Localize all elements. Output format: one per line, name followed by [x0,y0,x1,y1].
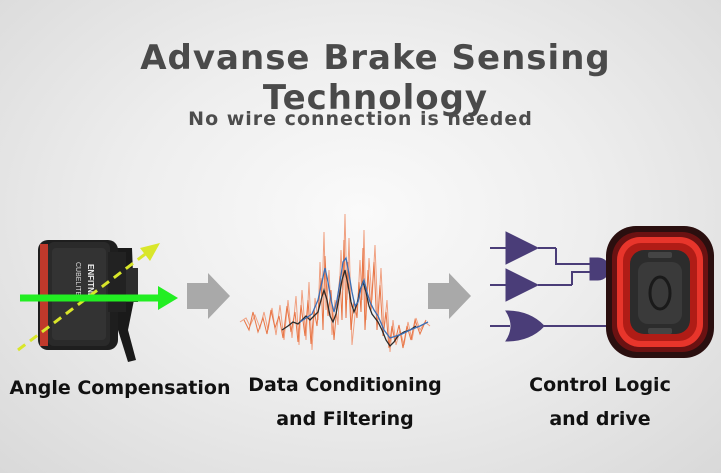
device-sensor-illustration: ENFITNIX CUBELITE II [17,240,178,362]
stage-label-control-logic: Control Logic and drive [480,368,720,436]
stage-label-angle-compensation: Angle Compensation [0,371,240,405]
stage-3-label-line2: and drive [549,408,651,430]
filtered-signal-black [281,269,417,348]
stage-2-label-line1: Data Conditioning [248,374,442,396]
raw-signal-orange [243,239,427,349]
or-gate [505,310,545,342]
buffer-gate-1 [505,231,540,265]
page-title: Advanse Brake Sensing Technology [140,38,611,118]
signal-waveform-plot [239,213,431,353]
device-model-text: CUBELITE II [74,262,81,302]
yellow-axis-arrowhead [140,243,160,261]
green-axis-arrowhead [158,286,178,310]
filtered-signal-blue [299,256,429,339]
control-logic-circuit [490,231,616,342]
buffer-gate-2 [505,268,540,302]
tail-light-illustration [606,226,714,358]
stage-label-data-conditioning: Data Conditioning and Filtering [240,368,450,436]
flow-arrow-2 [428,273,471,319]
stage-2-label-line2: and Filtering [276,408,414,430]
stage-1-label-line1: Angle Compensation [9,377,231,399]
device-brand-text: ENFITNIX [86,264,95,301]
power-button-icon [648,275,672,311]
flow-arrow-1 [187,273,230,319]
raw-signal-red [239,213,431,353]
stage-3-label-line1: Control Logic [529,374,671,396]
page-subtitle: No wire connection is needed [188,108,533,130]
